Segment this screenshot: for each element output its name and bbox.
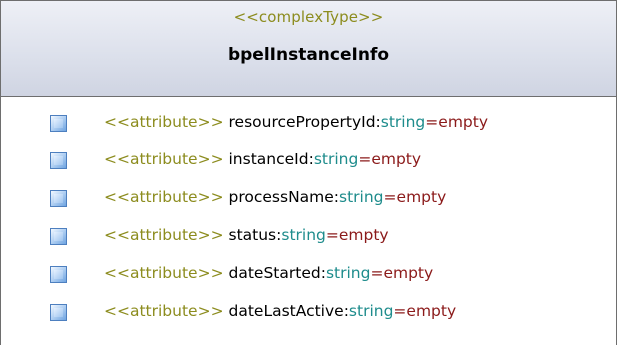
- attribute-row[interactable]: <<attribute>> processName:string=empty: [1, 179, 616, 217]
- attribute-row[interactable]: <<attribute>> dateLastActive:string=empt…: [1, 293, 616, 331]
- attribute-type: string: [348, 302, 394, 320]
- attribute-text: <<attribute>> status:string=empty: [104, 226, 389, 244]
- class-name[interactable]: bpelInstanceInfo: [227, 45, 390, 65]
- attribute-name: instanceId: [228, 150, 309, 168]
- attribute-type: string: [380, 113, 426, 131]
- attribute-name: dateStarted: [228, 264, 321, 282]
- attribute-stereotype: <<attribute>>: [104, 302, 224, 320]
- attribute-type: string: [313, 150, 359, 168]
- attribute-icon: [50, 115, 67, 132]
- attribute-default: empty: [406, 302, 457, 320]
- attribute-stereotype: <<attribute>>: [104, 113, 224, 131]
- attribute-icon: [50, 190, 67, 207]
- attribute-default: empty: [371, 150, 422, 168]
- attribute-stereotype: <<attribute>>: [104, 188, 224, 206]
- attribute-row[interactable]: <<attribute>> status:string=empty: [1, 217, 616, 255]
- attribute-row[interactable]: <<attribute>> resourcePropertyId:string=…: [1, 104, 616, 142]
- attribute-default: empty: [438, 113, 489, 131]
- attribute-stereotype: <<attribute>>: [104, 226, 224, 244]
- class-header: <<complexType>> bpelInstanceInfo: [1, 1, 616, 97]
- attribute-name: processName: [228, 188, 334, 206]
- attribute-text: <<attribute>> processName:string=empty: [104, 188, 447, 206]
- attribute-icon: [50, 266, 67, 283]
- attribute-name: resourcePropertyId: [228, 113, 376, 131]
- attribute-stereotype: <<attribute>>: [104, 264, 224, 282]
- attribute-text: <<attribute>> instanceId:string=empty: [104, 150, 422, 168]
- attribute-row[interactable]: <<attribute>> instanceId:string=empty: [1, 141, 616, 179]
- attribute-name: dateLastActive: [228, 302, 344, 320]
- attribute-name: status: [228, 226, 277, 244]
- attribute-text: <<attribute>> dateLastActive:string=empt…: [104, 302, 457, 320]
- attribute-icon: [50, 304, 67, 321]
- attribute-icon: [50, 228, 67, 245]
- attribute-stereotype: <<attribute>>: [104, 150, 224, 168]
- attribute-icon: [50, 152, 67, 169]
- class-stereotype: <<complexType>>: [233, 8, 384, 26]
- attribute-type: string: [281, 226, 326, 244]
- attribute-default: empty: [338, 226, 389, 244]
- attribute-default: empty: [396, 188, 447, 206]
- attribute-text: <<attribute>> dateStarted:string=empty: [104, 264, 434, 282]
- attribute-text: <<attribute>> resourcePropertyId:string=…: [104, 113, 489, 131]
- attribute-type: string: [325, 264, 371, 282]
- attribute-type: string: [339, 188, 384, 206]
- attribute-row[interactable]: <<attribute>> dateStarted:string=empty: [1, 255, 616, 293]
- attribute-default: empty: [383, 264, 434, 282]
